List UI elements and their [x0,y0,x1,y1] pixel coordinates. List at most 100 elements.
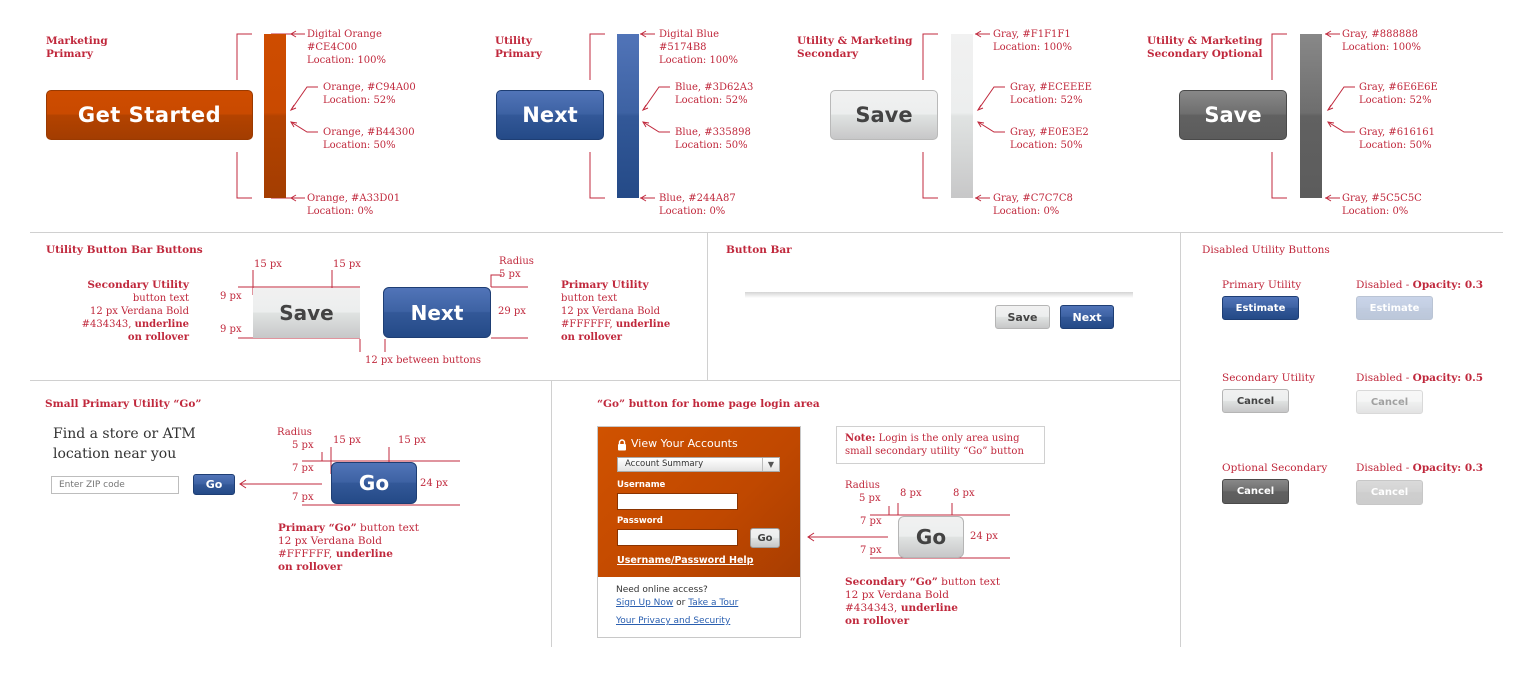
save-button-spec[interactable]: Save [830,90,938,140]
disabled-row2-label: Secondary Utility [1222,372,1315,384]
disabled-row3-label: Optional Secondary [1222,462,1328,474]
dim-9-top: 9 px [220,291,242,302]
disabled-row2-opacity: Disabled - Opacity: 0.5 [1356,372,1484,384]
button-bar-next[interactable]: Next [1060,305,1114,329]
orange-gradient-swatch [264,34,286,198]
large-primary-go-button[interactable]: Go [331,462,417,504]
login-go-dim-7b: 7 px [860,545,882,556]
login-go-dim-8b: 8 px [953,488,975,499]
gray-gradient-swatch [951,34,973,198]
primary-go-desc: Primary “Go” button text 12 px Verdana B… [278,522,419,573]
bar-buttons-title: Utility Button Bar Buttons [46,244,203,256]
small-go-dim-15a: 15 px [333,435,361,446]
cancel-secondary-button[interactable]: Cancel [1222,389,1289,413]
secondary-utility-desc: Secondary Utility button text 12 px Verd… [81,279,189,343]
cancel-secondary-disabled: Cancel [1356,390,1423,414]
estimate-button-disabled: Estimate [1356,296,1433,320]
between-buttons-label: 12 px between buttons [365,355,481,366]
small-go-dim-7a: 7 px [292,463,314,474]
divider-v2 [1180,233,1181,647]
note-box: Note: Login is the only area using small… [836,426,1045,464]
small-go-dim-24: 24 px [420,478,448,489]
button-bar-title: Button Bar [726,244,792,256]
save-optional-button-spec[interactable]: Save [1179,90,1287,140]
button-bar-save[interactable]: Save [995,305,1050,329]
bar-next-button[interactable]: Next [383,287,491,338]
disabled-row3-opacity: Disabled - Opacity: 0.3 [1356,462,1484,474]
login-go-dim-7a: 7 px [860,516,882,527]
get-started-button[interactable]: Get Started [46,90,253,140]
large-secondary-go-button[interactable]: Go [898,516,964,558]
username-label: Username [617,480,666,490]
login-go-dim-8a: 8 px [900,488,922,499]
divider-top [30,232,1503,233]
account-select-value: Account Summary [625,459,704,469]
disabled-row1-label: Primary Utility [1222,279,1302,291]
blue-gradient-swatch [617,34,639,198]
password-label: Password [617,516,663,526]
zip-code-input[interactable] [51,476,179,494]
chevron-down-icon: ▼ [762,458,779,471]
divider-v3 [551,381,552,647]
small-go-title: Small Primary Utility “Go” [45,398,202,410]
dim-15-right: 15 px [333,259,361,270]
signup-link[interactable]: Sign Up Now [616,598,674,608]
bar-save-button[interactable]: Save [253,288,360,338]
panel-title: View Your Accounts [631,437,738,450]
button-bar-rule [745,292,1133,298]
small-go-dim-15b: 15 px [398,435,426,446]
disabled-row1-opacity: Disabled - Opacity: 0.3 [1356,279,1484,291]
tour-link[interactable]: Take a Tour [688,598,739,608]
username-input[interactable] [617,493,738,510]
cancel-optional-disabled: Cancel [1356,480,1423,505]
privacy-link[interactable]: Your Privacy and Security [616,616,731,626]
account-select[interactable]: Account Summary ▼ [617,457,780,472]
disabled-title: Disabled Utility Buttons [1202,244,1330,256]
secondary-go-desc: Secondary “Go” button text 12 px Verdana… [845,576,1001,627]
login-go-dim-24: 24 px [970,531,998,542]
cancel-optional-button[interactable]: Cancel [1222,479,1289,504]
small-go-dim-7b: 7 px [292,492,314,503]
login-go-button[interactable]: Go [750,528,780,548]
signup-row: Sign Up Now or Take a Tour [616,598,739,608]
primary-utility-desc: Primary Utility button text 12 px Verdan… [561,279,671,343]
dim-29: 29 px [498,306,526,317]
password-input[interactable] [617,529,738,546]
divider-mid [30,380,1180,381]
lock-icon [617,436,627,451]
help-link[interactable]: Username/Password Help [617,555,754,566]
estimate-button[interactable]: Estimate [1222,296,1299,320]
small-go-button[interactable]: Go [193,474,235,495]
dim-9-bottom: 9 px [220,324,242,335]
login-go-title: “Go” button for home page login area [597,398,820,410]
next-button-spec[interactable]: Next [496,90,604,140]
dark-gray-gradient-swatch [1300,34,1322,198]
dim-15-left: 15 px [254,259,282,270]
